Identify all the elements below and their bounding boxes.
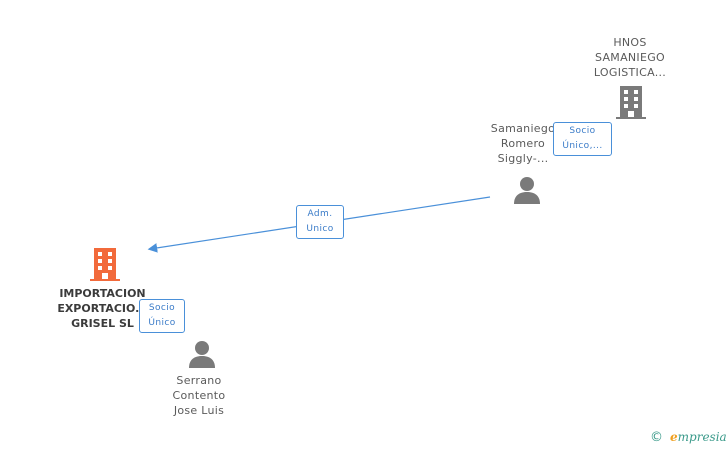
badge-top-line-1: Socio — [569, 126, 596, 136]
edge-badge-adm-unico[interactable]: Adm. Unico — [296, 205, 344, 239]
person-icon[interactable] — [511, 175, 543, 205]
importacion-line-1: IMPORTACION — [59, 287, 146, 300]
serrano-line-3: Jose Luis — [173, 404, 225, 417]
samaniego-line-3: Siggly-... — [497, 152, 549, 165]
empresia-logo[interactable]: empresia — [670, 430, 727, 444]
serrano-line-2: Contento — [172, 389, 226, 402]
hnos-line-3: LOGISTICA... — [593, 66, 667, 79]
importacion-line-2: EXPORTACIO... — [57, 302, 148, 315]
importacion-line-3: GRISEL SL — [71, 317, 134, 330]
copyright-symbol: © — [650, 430, 663, 445]
samaniego-line-2: Romero — [500, 137, 546, 150]
serrano-line-1: Serrano — [176, 374, 222, 387]
hnos-line-1: HNOS — [613, 36, 647, 49]
building-icon-highlight[interactable] — [88, 246, 122, 282]
edge-badge-socio-unico-bottom[interactable]: Socio Único — [139, 299, 185, 333]
badge-top-line-2: Único,... — [562, 141, 603, 151]
badge-bottom-line-2: Único — [148, 318, 176, 328]
logo-rest: mpresia — [677, 430, 727, 444]
edge-badge-socio-unico-top[interactable]: Socio Único,... — [553, 122, 612, 156]
building-icon[interactable] — [614, 84, 648, 120]
company-node-importacion-label[interactable]: IMPORTACION EXPORTACIO... GRISEL SL — [45, 286, 160, 331]
logo-e: e — [670, 430, 678, 444]
samaniego-line-1: Samaniego — [490, 122, 556, 135]
person-icon[interactable] — [186, 339, 218, 369]
person-node-serrano-label[interactable]: Serrano Contento Jose Luis — [154, 373, 244, 418]
person-node-samaniego-label[interactable]: Samaniego Romero Siggly-... — [478, 121, 568, 166]
hnos-line-2: SAMANIEGO — [594, 51, 666, 64]
badge-adm-line-1: Adm. — [307, 209, 333, 219]
badge-bottom-line-1: Socio — [148, 303, 176, 313]
badge-adm-line-2: Unico — [306, 224, 334, 234]
company-node-hnos-label[interactable]: HNOS SAMANIEGO LOGISTICA... — [580, 35, 680, 80]
